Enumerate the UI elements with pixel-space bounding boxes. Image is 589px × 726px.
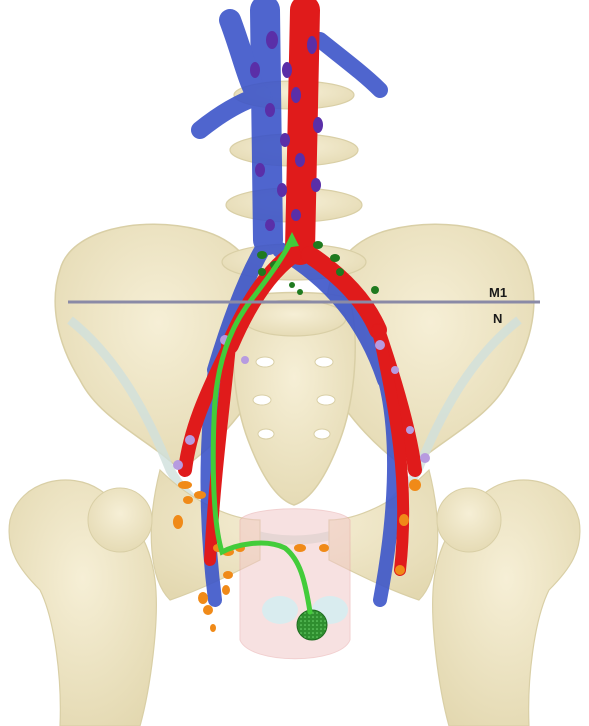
right-femoral-head (437, 488, 501, 552)
prostate-tumor (297, 610, 327, 640)
left-femoral-head (88, 488, 152, 552)
bladder-prostate (240, 509, 350, 659)
right-renal-vein (320, 40, 380, 90)
label-n: N (493, 311, 502, 326)
label-m1: M1 (489, 285, 507, 300)
